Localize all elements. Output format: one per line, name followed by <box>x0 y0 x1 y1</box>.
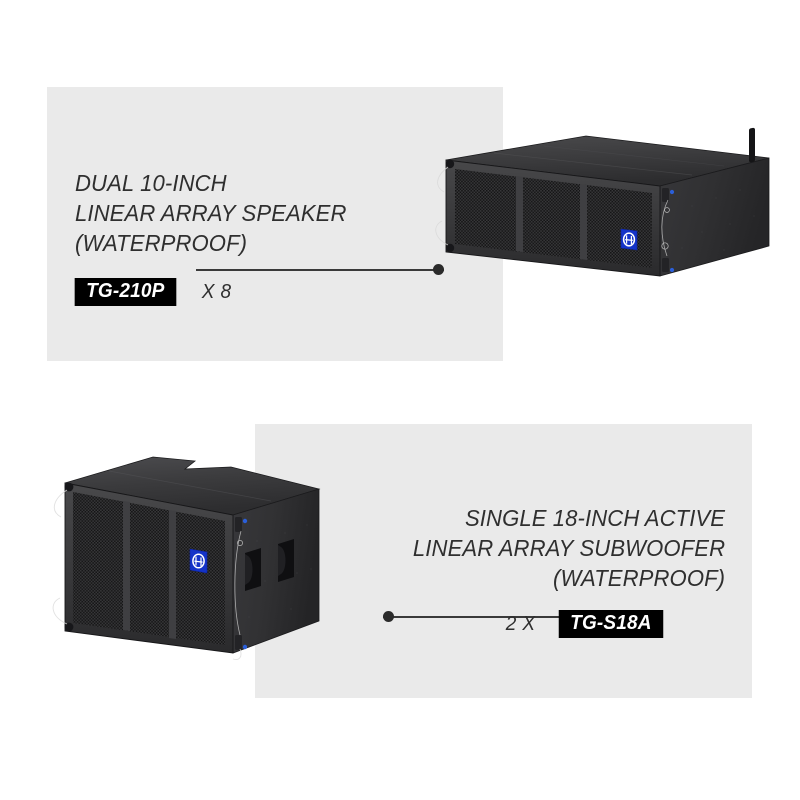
product-title-line: DUAL 10-INCH <box>75 170 227 196</box>
product-title-top: DUAL 10-INCH LINEAR ARRAY SPEAKER (WATER… <box>75 168 347 258</box>
model-code-tag-tg-s18a: TG-S18A <box>558 610 664 638</box>
backdrop-panel-top <box>47 87 503 361</box>
product-title-bottom: SINGLE 18-INCH ACTIVE LINEAR ARRAY SUBWO… <box>413 503 725 593</box>
quantity-label-bottom: 2 X <box>505 612 536 635</box>
product-title-line: LINEAR ARRAY SUBWOOFER <box>412 535 725 561</box>
model-code-row-top: TG-210P X 8 <box>72 278 232 306</box>
leader-rule <box>383 616 633 618</box>
brand-logo-badge <box>620 228 638 251</box>
quantity-label-top: X 8 <box>201 280 232 303</box>
product-title-line: SINGLE 18-INCH ACTIVE <box>464 505 725 531</box>
speaker-cabinet-tg-s18a <box>35 449 330 664</box>
product-title-line: LINEAR ARRAY SPEAKER <box>75 200 347 226</box>
leader-line-bottom <box>383 611 633 623</box>
speaker-cabinet-tg-210p <box>424 127 770 288</box>
brand-logo-badge <box>189 548 208 574</box>
model-code-tag-tg-210p: TG-210P <box>74 278 176 306</box>
product-title-line: (WATERPROOF) <box>75 230 248 256</box>
leader-endpoint-dot <box>383 611 394 622</box>
backdrop-panel-bottom <box>255 424 752 698</box>
product-title-line: (WATERPROOF) <box>552 565 725 591</box>
leader-rule <box>196 269 444 271</box>
leader-line-top <box>196 264 444 276</box>
leader-endpoint-dot <box>433 264 444 275</box>
model-code-row-bottom: 2 X TG-S18A <box>505 610 666 638</box>
